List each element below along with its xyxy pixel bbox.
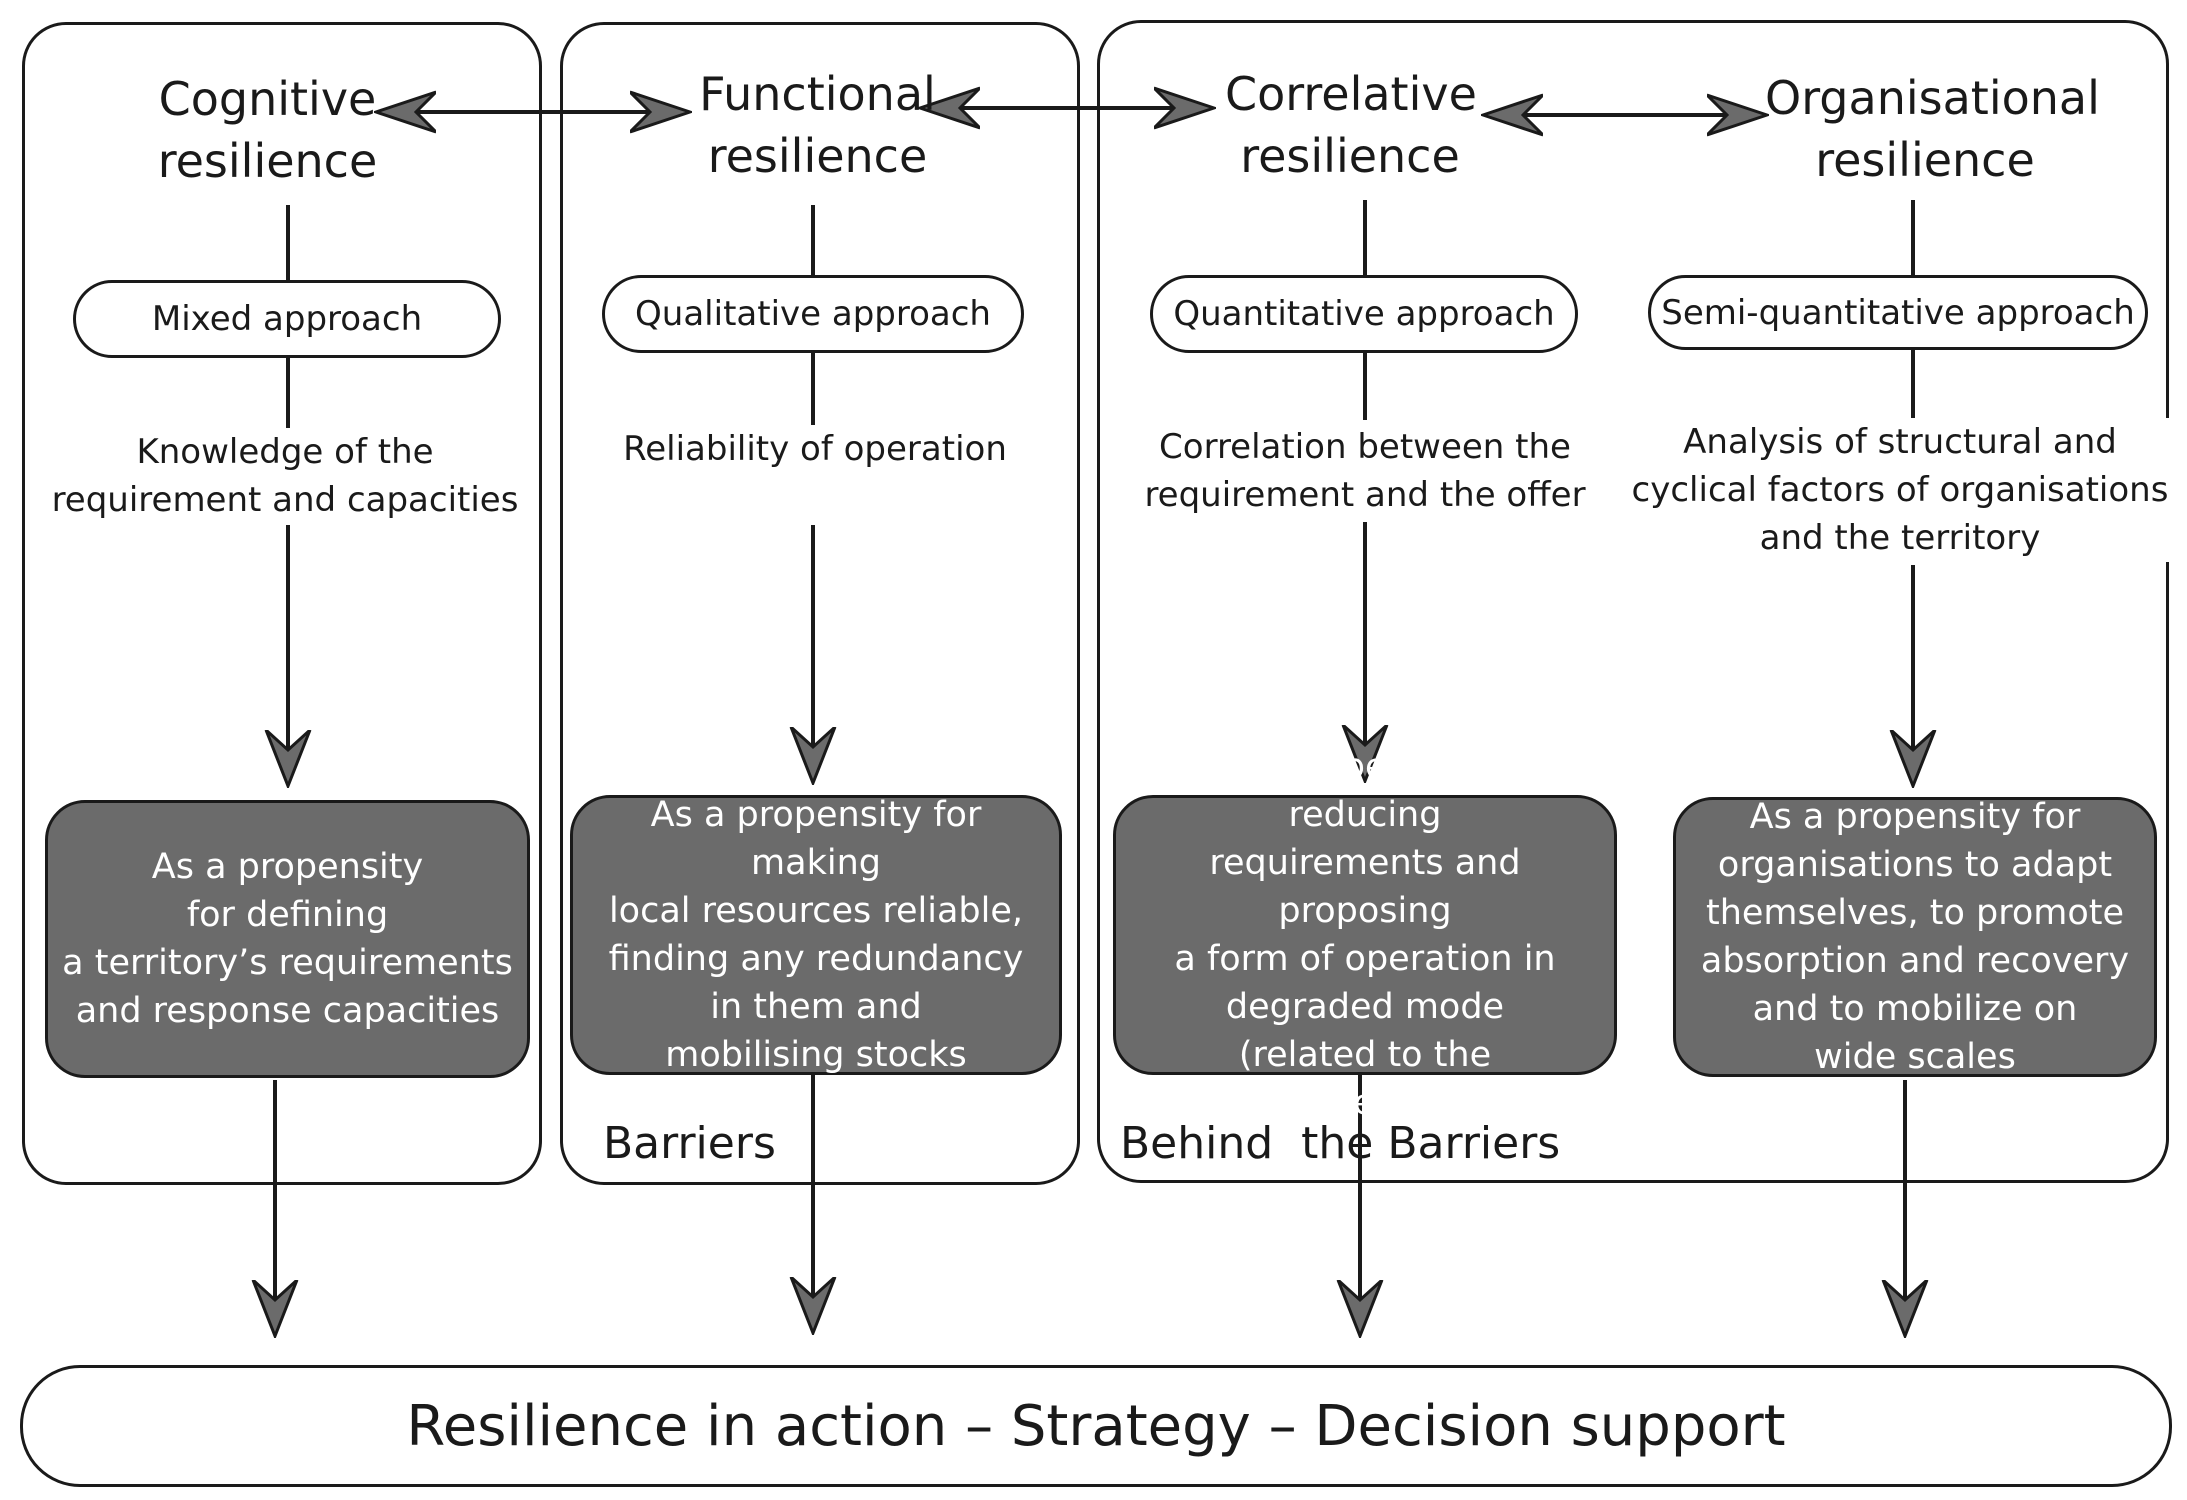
panel-barriers <box>560 22 1080 1185</box>
outcome-functional: As a propensity for making local resource… <box>570 795 1062 1075</box>
bottom-bar-decision-support: Resilience in action – Strategy – Decisi… <box>20 1365 2172 1487</box>
description-organisational: Analysis of structural and cyclical fact… <box>1630 418 2170 562</box>
title-correlative: Correlative resilience <box>1225 67 1477 183</box>
outcome-line: requirements and proposing <box>1209 843 1521 931</box>
outcome-organisational: As a propensity for organisations to adap… <box>1673 797 2157 1077</box>
outcome-line: As a propensity for making <box>650 795 982 883</box>
panel-cognitive <box>22 22 542 1185</box>
outcome-line: mobilising stocks <box>665 1035 967 1075</box>
outcome-text: As a propensity for organisations to adap… <box>1701 793 2129 1081</box>
title-organisational: Organisational resilience <box>1765 71 2100 187</box>
outcome-line: As a propensity <box>151 847 424 887</box>
approach-qualitative: Qualitative approach <box>602 275 1024 353</box>
approach-mixed: Mixed approach <box>73 280 501 358</box>
description-functional: Reliability of operation <box>600 425 1030 473</box>
outcome-line: themselves, to promote <box>1705 893 2125 933</box>
outcome-line: organisations to adapt <box>1717 845 2113 885</box>
title-cognitive: Cognitive resilience <box>157 72 378 188</box>
outcome-line: and to mobilize on <box>1752 989 2078 1029</box>
approach-semi-quantitative: Semi-quantitative approach <box>1648 275 2148 350</box>
outcome-line: absorption and recovery <box>1700 941 2130 981</box>
outcome-line: As a propensity for <box>1749 797 2081 837</box>
outcome-line: wide scales <box>1814 1037 2016 1077</box>
outcome-line: in them and <box>710 987 922 1027</box>
outcome-line: degraded mode <box>1225 987 1505 1027</box>
description-correlative: Correlation between the requirement and … <box>1130 423 1600 519</box>
label-behind-barriers: Behind the Barriers <box>1120 1118 1561 1169</box>
outcome-line: local resources reliable, <box>608 891 1024 931</box>
outcome-line: (related to the requirement) <box>1238 1035 1492 1123</box>
description-cognitive: Knowledge of the requirement and capacit… <box>45 428 525 524</box>
outcome-line: for defining <box>186 895 389 935</box>
outcome-text: As a propensity for making local resource… <box>583 791 1049 1079</box>
outcome-cognitive: As a propensity for defining a territory’s… <box>45 800 530 1078</box>
outcome-line: finding any redundancy <box>608 939 1024 979</box>
outcome-line: a form of operation in <box>1174 939 1556 979</box>
label-barriers: Barriers <box>603 1118 776 1169</box>
outcome-line: a territory’s requirements <box>62 943 513 983</box>
panel-behind-barriers <box>1097 20 2169 1183</box>
outcome-line: As a propensity for reducing <box>1199 747 1531 835</box>
outcome-line: and response capacities <box>75 991 500 1031</box>
outcome-text: As a propensity for defining a territory’s… <box>62 843 513 1035</box>
title-functional: Functional resilience <box>699 67 936 183</box>
approach-quantitative: Quantitative approach <box>1150 275 1578 353</box>
